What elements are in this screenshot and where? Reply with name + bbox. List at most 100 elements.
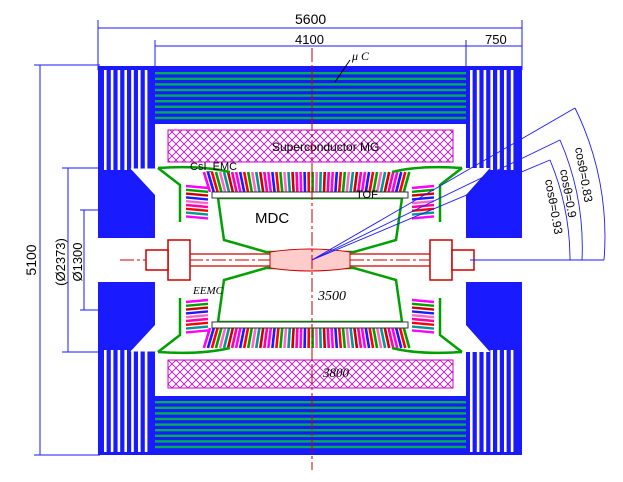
muon-strip (155, 417, 466, 421)
emc-crystal (379, 327, 387, 349)
endcap-slot (476, 70, 480, 170)
endcap-slot (131, 350, 134, 452)
muon-strip (155, 412, 466, 415)
emc-crystal (271, 171, 276, 193)
emc-crystal (250, 171, 257, 193)
eemc-crystal (411, 192, 435, 197)
eemc-label: EEMC (192, 285, 224, 297)
emc-crystal (341, 171, 347, 193)
emc-crystal (299, 171, 303, 193)
muon-strip (155, 72, 466, 75)
emc-crystal (246, 171, 254, 193)
eemc-crystal (411, 306, 435, 311)
emc-crystal (394, 327, 403, 349)
muon-strip (155, 401, 466, 404)
emc-crystal (375, 327, 383, 349)
emc-crystal (295, 327, 299, 349)
eemc-crystal (411, 298, 435, 304)
eemc-crystal (411, 196, 435, 201)
emc-crystal (368, 171, 375, 193)
emc-crystal (206, 171, 216, 193)
emc-crystal (202, 327, 212, 349)
muon-strip (155, 83, 466, 86)
eemc-crystal (411, 321, 435, 326)
overall-height-label: 5100 (23, 244, 39, 275)
endcap-slots (104, 70, 514, 452)
emc-crystal (299, 327, 303, 349)
muon-strip (155, 105, 466, 108)
endcap-slot (110, 350, 114, 452)
emc-crystal (341, 327, 347, 349)
emc-crystal (234, 171, 242, 193)
endcap-slot (124, 70, 127, 170)
emc-crystal (368, 327, 375, 349)
mdc-length-label: 3500 (317, 289, 346, 304)
emc-crystal (267, 327, 273, 349)
emc-crystal (326, 171, 331, 193)
tof-bars (211, 191, 409, 329)
emc-crystal (230, 171, 238, 193)
endcap-slot (483, 350, 487, 452)
eemc-crystal (185, 196, 209, 201)
emc-crystal (214, 171, 223, 193)
emc-crystal (271, 327, 276, 349)
emc-crystal (287, 327, 292, 349)
overall-width-label: 5600 (295, 11, 326, 27)
eemc-crystal (185, 184, 209, 190)
emc-crystal (326, 327, 331, 349)
emc-crystal (291, 327, 295, 349)
emc-crystal (242, 171, 250, 193)
eemc-crystal (185, 192, 209, 197)
emc-crystal (275, 171, 280, 193)
emc-crystal (337, 327, 343, 349)
emc-crystal (226, 327, 235, 349)
muon-strip (155, 445, 466, 449)
emc-crystal (322, 171, 327, 193)
emc-crystal (391, 327, 399, 349)
endcap-slot (117, 350, 121, 452)
eemc-crystal (411, 188, 435, 193)
emc-crystal (218, 171, 227, 193)
eemc-crystal (411, 314, 435, 319)
endcap-slot (510, 70, 514, 170)
muon-strip (155, 423, 466, 426)
emc-crystal (330, 327, 335, 349)
emc-crystal (375, 171, 383, 193)
magnet-bottom (167, 359, 454, 389)
emc-crystal (353, 171, 359, 193)
emc-crystal (330, 171, 335, 193)
endcap-slot (144, 70, 148, 170)
inner-diameter-label: (Ø2373) (53, 238, 68, 286)
emc-crystal (210, 171, 219, 193)
muon-strip (155, 440, 466, 443)
endcap-slot (104, 70, 107, 170)
emc-crystal (383, 327, 391, 349)
emc-crystal (334, 327, 339, 349)
magnet-top (167, 129, 454, 163)
angle-rays (311, 107, 606, 261)
muon-strip (155, 100, 466, 103)
eemc-crystal (185, 317, 209, 323)
csi-emc-crystals-top (202, 171, 411, 193)
emc-crystal (387, 327, 395, 349)
eemc-crystal (185, 298, 209, 304)
endcap-slot (504, 350, 507, 452)
endcap-slot (483, 70, 487, 170)
emc-crystal (402, 327, 411, 349)
emc-crystal (222, 171, 231, 193)
muon-strip (155, 116, 466, 120)
emc-crystal (356, 171, 363, 193)
muon-strip (155, 111, 466, 114)
endcap-slot (104, 350, 107, 452)
emc-crystal (379, 171, 387, 193)
magnet-length-label: 3800 (322, 365, 350, 380)
eemc-crystal (185, 207, 209, 212)
magnet-label: Superconductor MG (272, 140, 379, 154)
emc-crystal (345, 171, 351, 193)
eemc-crystal (185, 200, 209, 205)
endcap-slot (470, 70, 473, 170)
emc-crystal (258, 327, 265, 349)
emc-crystal (398, 327, 407, 349)
eemc-crystal (185, 325, 209, 330)
